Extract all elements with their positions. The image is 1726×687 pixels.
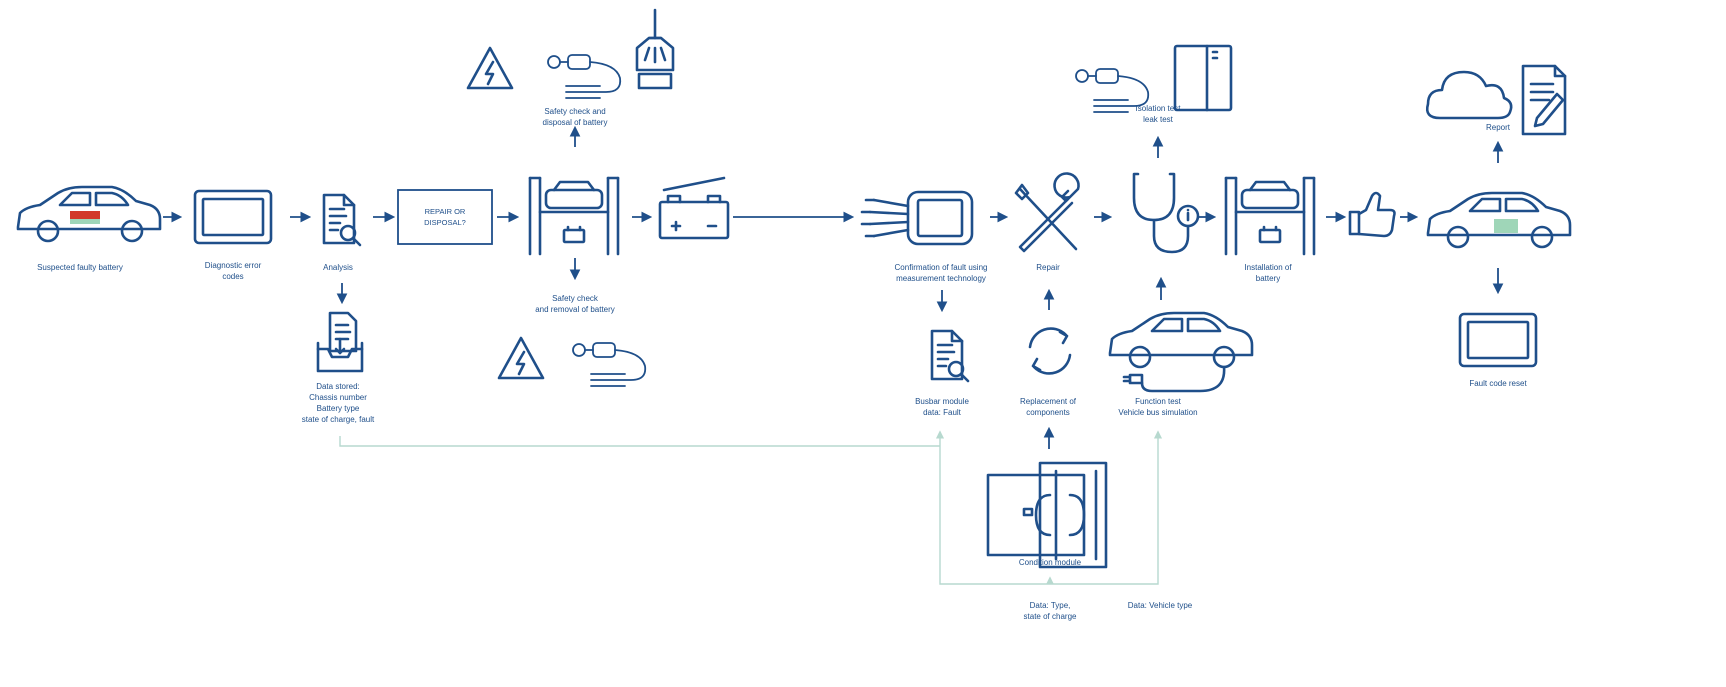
label-repair-or-disposal: REPAIR OR DISPOSAL? xyxy=(424,207,466,227)
repair-or-disposal-box xyxy=(397,189,493,245)
tester-probes-icon xyxy=(547,54,622,99)
crusher-icon xyxy=(635,8,675,90)
label-data-stored: Data stored: Chassis number Battery type… xyxy=(301,382,375,424)
tablet-icon xyxy=(1458,312,1538,368)
high-voltage-warning-icon xyxy=(466,46,514,90)
condition-module-icon xyxy=(986,461,1108,569)
lift-with-car-icon xyxy=(1224,176,1316,256)
label-diagnostic-error-codes: Diagnostic error codes xyxy=(204,261,262,281)
label-confirmation-of-fault: Confirmation of fault using measurement … xyxy=(894,263,988,283)
label-safety-check-disposal: Safety check and disposal of battery xyxy=(542,107,608,127)
label-report: Report xyxy=(1485,123,1511,132)
label-isolation-test: Isolation test leak test xyxy=(1135,104,1181,124)
cloud-icon xyxy=(1425,70,1513,120)
label-installation-of-battery: Installation of battery xyxy=(1244,263,1292,283)
battery-module-probes-icon xyxy=(860,190,974,246)
car-with-badge-icon xyxy=(1426,191,1572,249)
test-chamber-icon xyxy=(1173,44,1233,112)
thumbs-up-icon xyxy=(1348,191,1396,238)
label-replacement-of-components: Replacement of components xyxy=(1019,397,1077,417)
label-function-test: Function test Vehicle bus simulation xyxy=(1118,397,1198,417)
label-safety-check-removal: Safety check and removal of battery xyxy=(535,294,615,314)
tester-probes-icon xyxy=(572,342,647,387)
document-magnifier-icon xyxy=(322,193,362,247)
exchange-arrows-icon xyxy=(1028,327,1072,375)
tablet-icon xyxy=(193,189,273,245)
vertical-arrows xyxy=(336,125,1504,449)
label-data-vehicle-type: Data: Vehicle type xyxy=(1127,601,1193,610)
stethoscope-icon xyxy=(1132,172,1200,254)
car-with-badge-icon xyxy=(16,185,162,243)
high-voltage-warning-icon xyxy=(497,336,545,380)
label-data-type-state-of-charge: Data: Type, state of charge xyxy=(1023,601,1077,621)
tools-icon xyxy=(1014,172,1080,253)
label-fault-code-reset: Fault code reset xyxy=(1469,379,1527,388)
feedback-lines xyxy=(339,430,1163,585)
label-condition-module: Condition module xyxy=(1018,558,1082,567)
document-magnifier-icon xyxy=(930,329,970,383)
label-busbar-module-data: Busbar module data: Fault xyxy=(915,397,969,417)
lift-with-car-icon xyxy=(528,176,620,256)
car-with-plug-icon xyxy=(1108,311,1254,393)
inbox-document-icon xyxy=(316,311,364,373)
battery-pack-icon xyxy=(658,176,730,240)
label-suspected-faulty-battery: Suspected faulty battery xyxy=(37,263,123,272)
label-analysis: Analysis xyxy=(323,263,353,272)
label-repair: Repair xyxy=(1036,263,1060,272)
report-document-icon xyxy=(1521,64,1567,136)
